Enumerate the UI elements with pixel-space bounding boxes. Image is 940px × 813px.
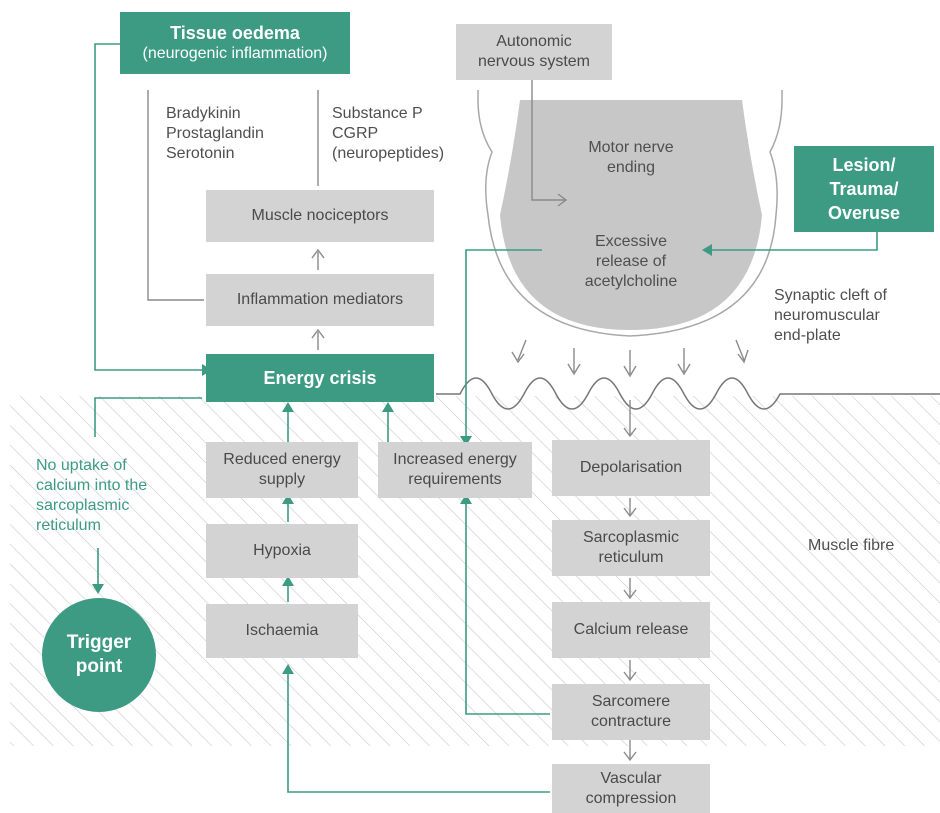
neuropeptides-label: Substance P CGRP (neuropeptides) [332, 104, 444, 164]
lesion-line-1: Lesion/ [832, 155, 896, 175]
vascular-line-1: Vascular [600, 769, 662, 787]
ischaemia-label: Ischaemia [245, 622, 319, 639]
arrow-contracture-to-increased [465, 502, 550, 715]
calcium-release-box: Calcium release [552, 602, 710, 658]
sr-line-1: Sarcoplasmic [582, 529, 680, 546]
autonomic-nervous-system-box: Autonomic nervous system [456, 24, 612, 80]
arrow-depol-to-sr [623, 498, 637, 518]
arrow-calcium-to-contracture [623, 660, 637, 682]
inflammation-mediators-box: Inflammation mediators [206, 274, 434, 326]
sarcoplasmic-reticulum-box: Sarcoplasmic reticulum [552, 520, 710, 576]
arrowhead-reduced-up [282, 402, 294, 412]
lesion-line-3: Overuse [827, 203, 901, 223]
arrowhead-contracture-up [460, 494, 472, 504]
hypoxia-label: Hypoxia [253, 542, 311, 559]
arrow-mediators-to-tissue [147, 90, 204, 301]
substance-p-label: Substance P [332, 105, 423, 122]
synaptic-line-3: end-plate [774, 327, 841, 344]
arrowhead-compression-up [282, 664, 294, 674]
increased-line-2: requirements [408, 471, 502, 488]
acetylcholine-arrow-3 [623, 350, 637, 378]
motor-nerve-ending-shape [500, 100, 762, 330]
reduced-line-1: Reduced energy [223, 451, 341, 468]
arrow-autonomic-to-nerve [531, 80, 568, 207]
arrow-sr-to-calcium [623, 578, 637, 600]
lesion-trauma-overuse-box: Lesion/Trauma/Overuse [794, 146, 934, 232]
excessive-line-1: Excessive [594, 233, 668, 250]
sr-line-2: reticulum [598, 549, 664, 566]
arrow-cleft-to-depolarisation [623, 400, 637, 438]
arrow-contracture-to-compression [623, 740, 637, 762]
reduced-line-2: supply [258, 471, 306, 488]
sarcomere-contracture-box: Sarcomere contracture [552, 684, 710, 740]
arrowhead-release [702, 244, 712, 256]
mediators-list-label: Bradykinin Prostaglandin Serotonin [166, 104, 264, 164]
no-uptake-line-4: reticulum [36, 517, 101, 534]
increased-line-1: Increased energy [393, 451, 517, 468]
arrow-tissue-to-energy [94, 43, 202, 371]
arrowhead-increased-up [382, 402, 394, 412]
neuropeptides-note: (neuropeptides) [332, 145, 445, 162]
lesion-line-2: Trauma/ [829, 179, 899, 199]
cgrp-label: CGRP [332, 125, 379, 142]
excessive-line-2: release of [595, 253, 667, 270]
muscle-nociceptors-box: Muscle nociceptors [206, 190, 434, 242]
motor-nerve-outline [477, 90, 783, 337]
membrane-line [436, 377, 940, 410]
prostaglandin-label: Prostaglandin [166, 125, 264, 142]
no-uptake-line-1: No uptake of [36, 457, 127, 474]
sarcomere-line-2: contracture [590, 713, 672, 730]
tissue-oedema-title: Tissue oedema [170, 23, 300, 43]
serotonin-label: Serotonin [166, 145, 235, 162]
synaptic-line-2: neuromuscular [774, 307, 880, 324]
synaptic-cleft-label: Synaptic cleft of neuromuscular end-plat… [774, 286, 887, 346]
autonomic-line-2: nervous system [477, 53, 591, 70]
trigger-line-1: Trigger [66, 632, 132, 653]
vascular-compression-box: Vascular compression [552, 764, 710, 813]
acetylcholine-arrow-1 [511, 339, 527, 364]
arrow-mediators-to-nociceptors [311, 248, 325, 270]
hypoxia-box: Hypoxia [206, 524, 358, 578]
muscle-nociceptors-label: Muscle nociceptors [251, 207, 389, 224]
depolarisation-box: Depolarisation [552, 440, 710, 496]
vascular-line-2: compression [585, 789, 677, 807]
energy-crisis-box: Energy crisis [206, 354, 434, 402]
arrowhead-hypoxia-up [282, 494, 294, 504]
depolarisation-label: Depolarisation [579, 459, 683, 476]
synaptic-line-1: Synaptic cleft of [774, 287, 887, 304]
excessive-release-label: Excessive release of acetylcholine [556, 232, 706, 292]
inflammation-mediators-label: Inflammation mediators [236, 291, 404, 308]
arrowhead-increased [460, 436, 472, 446]
no-uptake-label: No uptake of calcium into the sarcoplasm… [36, 456, 147, 536]
motor-nerve-line-2: ending [606, 159, 656, 176]
motor-nerve-line-1: Motor nerve [588, 139, 674, 156]
energy-crisis-label: Energy crisis [263, 367, 377, 388]
motor-nerve-ending-label: Motor nerve ending [564, 138, 698, 178]
calcium-release-label: Calcium release [573, 621, 689, 638]
sarcomere-line-1: Sarcomere [591, 693, 671, 710]
autonomic-line-1: Autonomic [496, 33, 572, 50]
no-uptake-line-3: sarcoplasmic [36, 497, 130, 514]
trigger-point-circle: Trigger point [42, 598, 156, 712]
acetylcholine-arrow-2 [567, 348, 581, 376]
bradykinin-label: Bradykinin [166, 105, 241, 122]
tissue-oedema-subtitle: (neurogenic inflammation) [142, 45, 328, 62]
arrow-release-to-increased [465, 249, 542, 436]
arrow-compression-to-ischaemia [287, 672, 550, 793]
reduced-energy-supply-box: Reduced energy supply [206, 442, 358, 498]
ischaemia-box: Ischaemia [206, 604, 358, 658]
arrow-energy-to-mediators [311, 328, 325, 350]
no-uptake-line-2: calcium into the [36, 477, 148, 494]
arrow-energy-to-trigger [94, 397, 202, 586]
arrow-lesion-to-release [712, 232, 878, 251]
acetylcholine-arrow-5 [735, 339, 749, 364]
arrowhead-trigger [92, 584, 104, 594]
trigger-line-2: point [75, 656, 123, 677]
tissue-oedema-box: Tissue oedema (neurogenic inflammation) [120, 12, 350, 74]
acetylcholine-arrow-4 [677, 348, 691, 376]
arrowhead-ischaemia-up [282, 576, 294, 586]
muscle-fibre-label: Muscle fibre [808, 537, 895, 554]
increased-energy-requirements-box: Increased energy requirements [378, 442, 532, 498]
excessive-line-3: acetylcholine [584, 273, 678, 290]
